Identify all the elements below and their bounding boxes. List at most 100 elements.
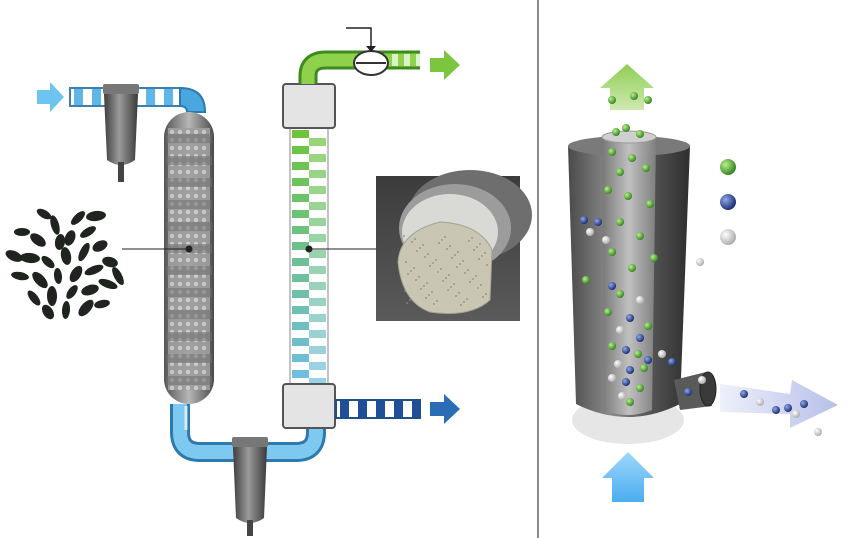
membrane-stripe (292, 258, 309, 266)
photo-speckle (457, 251, 459, 253)
retentate-arrow (430, 394, 460, 424)
photo-speckle (428, 294, 430, 296)
green-particle (612, 128, 620, 136)
green-particle (628, 264, 636, 272)
green-particle (616, 168, 624, 176)
green-particle (642, 164, 650, 172)
permeate-arrow (430, 50, 460, 80)
photo-speckle (472, 278, 474, 280)
photo-speckle (462, 260, 464, 262)
photo-speckle (411, 241, 413, 243)
white-particle (696, 258, 704, 266)
photo-speckle (482, 296, 484, 298)
green-particle (604, 308, 612, 316)
legend-blue-particle (720, 194, 736, 210)
column-band (166, 222, 212, 231)
photo-speckle (415, 279, 417, 281)
permeate-outlet-pipe (298, 50, 422, 84)
column-band (166, 332, 212, 341)
photo-speckle (437, 271, 439, 273)
blue-particle (636, 334, 644, 342)
membrane-stripe (292, 130, 309, 138)
green-particle (626, 398, 634, 406)
carbon-pellet (112, 266, 124, 286)
blue-particle (622, 378, 630, 386)
outlet-stripe (404, 54, 410, 66)
carbon-pellet (54, 234, 66, 250)
photo-speckle (419, 247, 421, 249)
right-panel (568, 64, 838, 502)
retentate-stripe (358, 401, 367, 417)
membrane-stripe (309, 234, 326, 242)
photo-speckle (440, 268, 442, 270)
blue-particle (772, 406, 780, 414)
green-particle (650, 254, 658, 262)
membrane-stripe (292, 338, 309, 346)
green-particle (634, 350, 642, 358)
photo-speckle (459, 263, 461, 265)
adsorption-column (164, 112, 214, 404)
membrane-stripe (309, 378, 326, 386)
membrane-stripe (292, 194, 309, 202)
white-particle (756, 398, 764, 406)
photo-speckle (413, 267, 415, 269)
photo-speckle (476, 246, 478, 248)
inlet-stripe (74, 89, 83, 105)
photo-speckle (427, 253, 429, 255)
white-particle (658, 350, 666, 358)
membrane-stripe (292, 290, 309, 298)
green-particle (646, 200, 654, 208)
carbon-pellet (27, 290, 41, 306)
green-particle (636, 232, 644, 240)
photo-speckle (418, 276, 420, 278)
column-band (166, 310, 212, 319)
blue-particle (644, 356, 652, 364)
carbon-pellet (80, 226, 96, 238)
photo-speckle (403, 235, 405, 237)
photo-speckle (420, 288, 422, 290)
membrane-stripe (309, 282, 326, 290)
column-band (166, 266, 212, 275)
photo-speckle (423, 285, 425, 287)
photo-speckle (438, 242, 440, 244)
outlet-stripe (416, 54, 422, 66)
photo-speckle (471, 237, 473, 239)
membrane-stripe (309, 186, 326, 194)
particles (580, 92, 822, 436)
activated-carbon-pellets (5, 208, 124, 320)
retentate-stripe (412, 401, 421, 417)
white-particle (792, 410, 800, 418)
column-band (166, 288, 212, 297)
photo-speckle (410, 270, 412, 272)
photo-speckle (435, 259, 437, 261)
carbon-pellet (41, 255, 55, 269)
carbon-pellet (11, 271, 29, 281)
photo-speckle (481, 255, 483, 257)
inflow-arrow (602, 452, 654, 502)
membrane-stripe (309, 266, 326, 274)
column-leader-dot (185, 245, 193, 253)
membrane-stripe (309, 218, 326, 226)
photo-speckle (414, 238, 416, 240)
blue-particle (668, 358, 676, 366)
blue-particle (684, 388, 692, 396)
carbon-pellet (94, 299, 110, 309)
valve (346, 27, 389, 76)
carbon-pellet (86, 210, 106, 222)
photo-speckle (444, 236, 446, 238)
outlet-stripe (392, 54, 398, 66)
inlet-stripe (164, 89, 173, 105)
photo-speckle (424, 256, 426, 258)
photo-speckle (455, 295, 457, 297)
legend-green-particle (720, 159, 736, 175)
membrane-stripe (292, 370, 309, 378)
membrane-stripe (292, 210, 309, 218)
photo-speckle (480, 284, 482, 286)
photo-speckle (466, 298, 468, 300)
column-band (166, 156, 212, 165)
photo-speckle (441, 239, 443, 241)
photo-speckle (433, 303, 435, 305)
green-particle (628, 154, 636, 162)
photo-speckle (458, 292, 460, 294)
carbon-pellet (66, 285, 78, 299)
